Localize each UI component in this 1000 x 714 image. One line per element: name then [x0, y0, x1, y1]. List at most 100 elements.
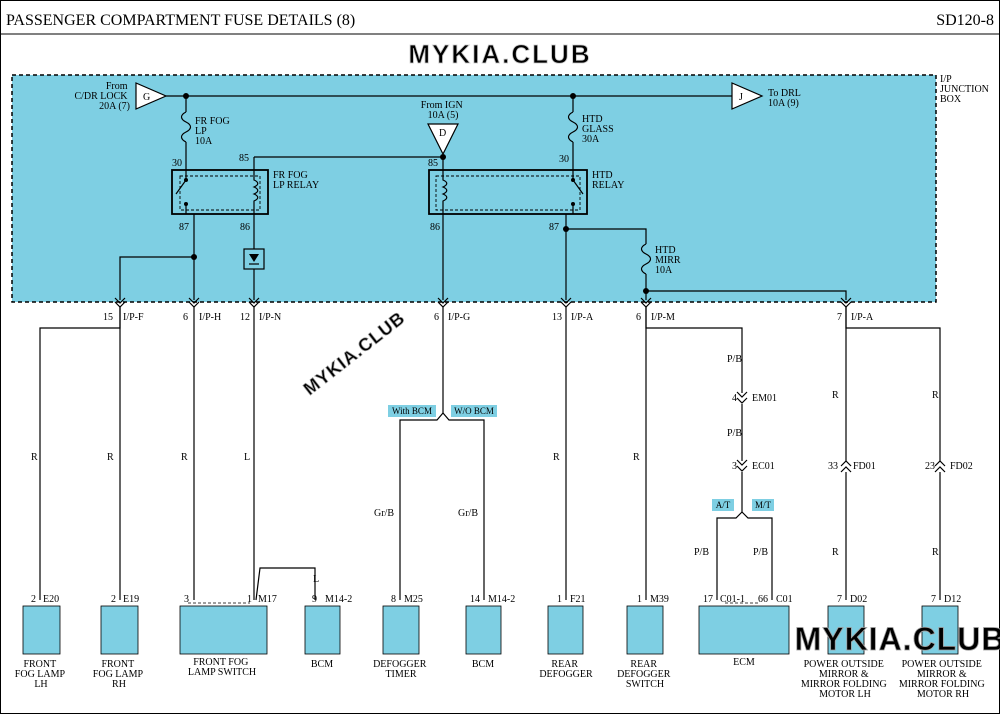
source-g-line3: 20A (7) — [99, 101, 130, 112]
fuse-htd-glass-symbol — [567, 111, 579, 143]
comp-conn: M39 — [650, 594, 669, 605]
inline-pin: 23 — [925, 461, 935, 472]
relay-fr-fog-pin-30: 30 — [172, 158, 182, 169]
component-mirror-motor-rh — [921, 605, 959, 655]
comp-conn: F21 — [570, 594, 586, 605]
wire-color: P/B — [727, 428, 742, 439]
relay-fr-fog-body — [171, 169, 269, 215]
comp-name-rear-defogger-switch: REAR DEFOGGER SWITCH — [617, 659, 673, 690]
comp-name-mirror-motor-lh: POWER OUTSIDE MIRROR & MIRROR FOLDING MO… — [801, 659, 889, 700]
node — [563, 226, 569, 232]
wire-color: R — [181, 452, 188, 463]
comp-name-ecm: ECM — [733, 657, 755, 668]
ip-pin: 12 — [240, 312, 250, 323]
comp-pin: 1 — [557, 594, 562, 605]
comp-name-mirror-motor-rh: POWER OUTSIDE MIRROR & MIRROR FOLDING MO… — [899, 659, 987, 700]
junction-box — [11, 74, 937, 303]
fuse-fr-fog-line3: 10A — [195, 136, 213, 147]
wire-color: R — [932, 390, 939, 401]
relay-fr-fog-pin-87: 87 — [179, 222, 189, 233]
component-bcm-2 — [465, 605, 502, 655]
comp-conn: D12 — [944, 594, 961, 605]
external-wires — [39, 307, 941, 601]
component-ecm — [698, 605, 790, 655]
comp-conn: M25 — [404, 594, 423, 605]
ip-pin: 15 — [103, 312, 113, 323]
fuse-htd-mirr-line2: MIRR — [655, 255, 681, 266]
comp-pin: 1 — [637, 594, 642, 605]
source-d-letter: D — [439, 128, 446, 139]
wire-color: L — [244, 452, 250, 463]
fuse-fr-fog-line2: LP — [195, 126, 207, 137]
tag-wo-bcm — [451, 405, 497, 417]
fuse-htd-mirr-line3: 10A — [655, 265, 673, 276]
wire-color: L — [313, 574, 319, 585]
fuse-htd-glass-line2: GLASS — [582, 124, 614, 135]
comp-conn: M17 — [258, 594, 277, 605]
source-d-triangle — [427, 123, 459, 156]
wire-color: R — [832, 547, 839, 558]
ip-conn: I/P-A — [851, 312, 874, 323]
source-g-letter: G — [143, 92, 150, 103]
tag-at — [712, 499, 734, 511]
wire — [119, 256, 194, 300]
comp-conn: M14-2 — [325, 594, 352, 605]
component-boxes — [22, 605, 959, 655]
fuse-htd-glass-line3: 30A — [582, 134, 600, 145]
diode-icon — [249, 254, 259, 262]
wire-color: R — [31, 452, 38, 463]
relay-htd-pin-30: 30 — [559, 154, 569, 165]
relay-fr-fog-pin-86: 86 — [240, 222, 250, 233]
comp-pin: 1 — [247, 594, 252, 605]
wire-color-labels: R R R L L Gr/B Gr/B R R P/B P/B P/B P/B … — [31, 354, 939, 585]
comp-name-front-fog-lamp-rh: FRONT FOG LAMP RH — [93, 659, 145, 690]
inline-conn: FD02 — [950, 461, 973, 472]
comp-pin: 2 — [111, 594, 116, 605]
watermark-bottom: MYKIA.CLUB — [795, 621, 1000, 657]
wire-color: P/B — [753, 547, 768, 558]
relay-fr-fog-label: FR FOG LP RELAY — [273, 170, 319, 191]
comp-conn: E20 — [43, 594, 59, 605]
tag-with-bcm — [388, 405, 436, 417]
relay-htd-pin-85: 85 — [428, 158, 438, 169]
relay-fr-fog — [171, 169, 269, 215]
comp-pin: 17 — [703, 594, 713, 605]
comp-conn: C01 — [776, 594, 793, 605]
ip-conn: I/P-A — [571, 312, 594, 323]
watermark-top: MYKIA.CLUB — [408, 39, 591, 69]
source-g-line2: C/DR LOCK — [74, 91, 128, 102]
component-defogger-timer — [382, 605, 420, 655]
source-g-line1: From — [106, 81, 128, 92]
comp-pin: 66 — [758, 594, 768, 605]
fuse-htd-mirr-label: HTD MIRR 10A — [655, 245, 683, 276]
comp-conn: C01-1 — [720, 594, 745, 605]
inline-pin: 4 — [732, 393, 737, 404]
node — [191, 254, 197, 260]
component-front-fog-lamp-switch — [179, 605, 268, 655]
fuse-htd-glass-line1: HTD — [582, 114, 603, 125]
fuse-fr-fog-label: FR FOG LP 10A — [195, 116, 232, 147]
comp-pin: 3 — [184, 594, 189, 605]
relay-htd-inner — [435, 175, 581, 211]
inline-conn: EC01 — [752, 461, 775, 472]
wire-color: Gr/B — [458, 508, 478, 519]
component-pin-labels: 2 E20 2 E19 3 1 M17 9 M14-2 8 M25 14 M14… — [31, 594, 961, 605]
fuse-htd-mirr-symbol — [640, 243, 652, 275]
relay-htd-pin-87: 87 — [549, 222, 559, 233]
relay-fr-fog-pin-85: 85 — [239, 153, 249, 164]
wire-color: R — [633, 452, 640, 463]
comp-pin: 9 — [312, 594, 317, 605]
source-g-label: From C/DR LOCK 20A (7) — [74, 81, 130, 112]
comp-name-front-fog-lamp-switch: FRONT FOG LAMP SWITCH — [188, 657, 256, 678]
source-j-letter: J — [739, 92, 743, 103]
wire-color: R — [832, 390, 839, 401]
source-j-label: To DRL 10A (9) — [768, 88, 803, 109]
source-d-line2: 10A (5) — [428, 110, 459, 121]
fuse-htd-mirr-line1: HTD — [655, 245, 676, 256]
relay-htd-line1: HTD — [592, 170, 613, 181]
ip-pin: 7 — [837, 312, 842, 323]
relay-htd — [428, 169, 588, 215]
ip-pin: 6 — [434, 312, 439, 323]
wire-color: R — [107, 452, 114, 463]
